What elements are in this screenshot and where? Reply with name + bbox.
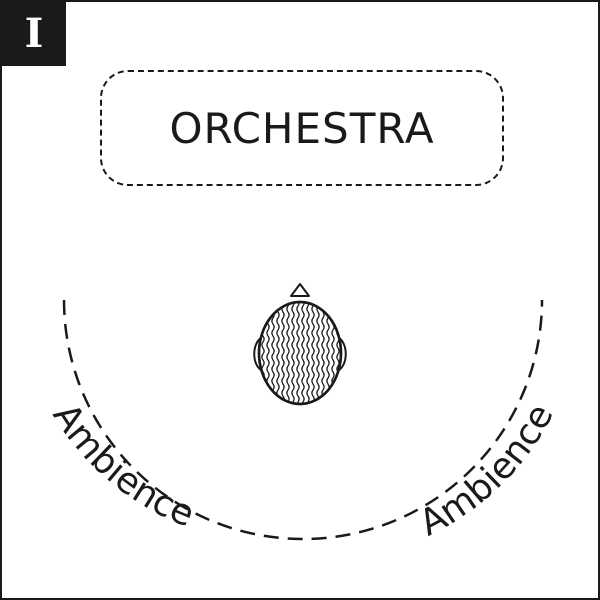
hair-line — [301, 302, 305, 404]
hair-line — [306, 302, 310, 404]
hair-line — [281, 302, 285, 404]
orchestra-label: ORCHESTRA — [169, 103, 435, 153]
hair-line — [311, 302, 315, 404]
orchestra-stage-box: ORCHESTRA — [100, 70, 504, 186]
hair-line — [336, 302, 340, 404]
ambience-arc — [62, 299, 544, 541]
hair-line — [331, 302, 335, 404]
hair-line — [316, 302, 320, 404]
hair-line — [291, 302, 295, 404]
hair-line — [321, 302, 325, 404]
hair-line — [286, 302, 290, 404]
hair-line — [296, 302, 300, 404]
ambience-label-left: Ambience — [45, 396, 200, 535]
hair-line — [266, 302, 270, 404]
ambience-label-right: Ambience — [413, 397, 562, 544]
hair-line — [261, 302, 265, 404]
listener-head-icon — [253, 283, 347, 406]
hair-line — [276, 302, 280, 404]
panel-number-badge: I — [2, 2, 66, 66]
